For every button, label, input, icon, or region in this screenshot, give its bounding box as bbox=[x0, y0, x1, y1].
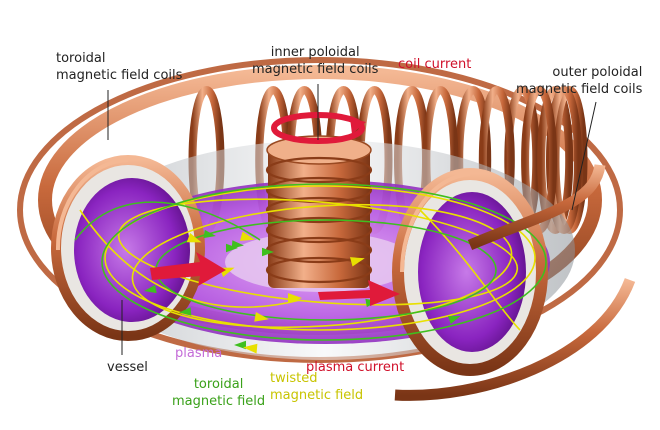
field-arrow bbox=[226, 243, 238, 253]
field-arrow bbox=[231, 240, 244, 249]
toroidal-coils-label: toroidal magnetic field coils bbox=[56, 51, 183, 83]
coil-current-label: coil current bbox=[398, 57, 472, 72]
solenoid-band bbox=[265, 256, 373, 284]
solenoid-band bbox=[265, 216, 373, 244]
vessel-left-section bbox=[51, 155, 205, 341]
field-arrow bbox=[254, 311, 269, 322]
field-arrow bbox=[203, 229, 216, 239]
field-arrow bbox=[234, 340, 246, 350]
plasma-current-label: plasma current bbox=[306, 360, 405, 375]
inner-poloidal-coils bbox=[265, 135, 373, 288]
field-arrow bbox=[262, 247, 274, 257]
field-arrow bbox=[144, 284, 157, 294]
plasma-label: plasma bbox=[175, 346, 223, 361]
vessel-label: vessel bbox=[107, 360, 148, 375]
field-arrow bbox=[447, 315, 461, 324]
solenoid-band bbox=[265, 156, 373, 184]
inner-poloidal-label: inner poloidal magnetic field coils bbox=[252, 45, 379, 77]
twisted-field-label: twisted magnetic field bbox=[270, 371, 364, 403]
field-arrow bbox=[179, 307, 192, 316]
plasma-current-arrows bbox=[150, 252, 400, 306]
field-arrow bbox=[288, 293, 302, 303]
label-leader-lines bbox=[107, 84, 597, 355]
twisted-field-arrows bbox=[186, 231, 365, 354]
field-arrow bbox=[239, 231, 255, 241]
outer-poloidal-coils bbox=[394, 163, 636, 401]
field-arrow bbox=[349, 257, 365, 267]
field-arrow bbox=[186, 233, 202, 243]
solenoid-band bbox=[265, 196, 373, 224]
field-arrow bbox=[243, 343, 258, 354]
toroidal-field-label: toroidal magnetic field bbox=[172, 377, 266, 409]
outer-poloidal-label: outer poloidal magnetic field coils bbox=[516, 65, 643, 97]
